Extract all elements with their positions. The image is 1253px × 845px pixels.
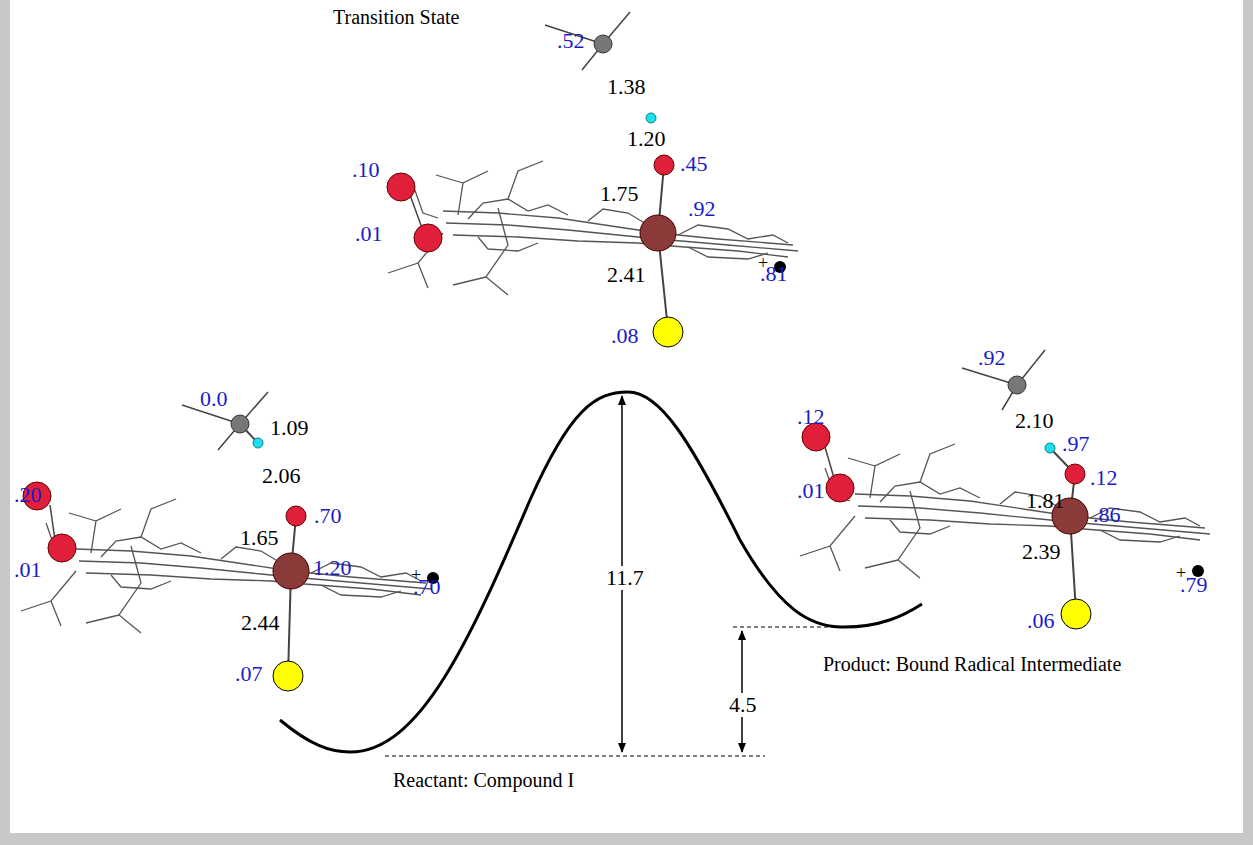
spin-density: .92 — [978, 347, 1006, 369]
spin-density: .01 — [355, 223, 383, 245]
spin-density: .92 — [688, 198, 716, 220]
value-label: 2.44 — [241, 612, 280, 634]
spin-density: .20 — [14, 484, 42, 506]
state-label: Reactant: Compound I — [393, 770, 574, 790]
spin-density: 1.20 — [313, 557, 352, 579]
value-label: 1.81 — [1026, 490, 1065, 512]
spin-density: .97 — [1062, 433, 1090, 455]
spin-density: .70 — [413, 576, 441, 598]
spin-density: .52 — [557, 30, 585, 52]
state-label: Product: Bound Radical Intermediate — [823, 654, 1121, 674]
value-label: 1.65 — [240, 527, 279, 549]
value-label: 1.75 — [600, 183, 639, 205]
spin-density: .07 — [235, 663, 263, 685]
spin-density: .01 — [14, 559, 42, 581]
spin-density: .06 — [1027, 610, 1055, 632]
spin-density: .70 — [314, 505, 342, 527]
value-label: 1.09 — [270, 417, 309, 439]
value-label: 2.10 — [1015, 410, 1054, 432]
value-label: 1.20 — [627, 128, 666, 150]
spin-density: .08 — [611, 325, 639, 347]
spin-density: .12 — [797, 406, 825, 428]
spin-density: .12 — [1090, 467, 1118, 489]
spin-density: .45 — [680, 153, 708, 175]
spin-density: .10 — [352, 159, 380, 181]
state-label: Transition State — [333, 7, 460, 27]
spin-density: .01 — [797, 480, 825, 502]
spin-density: .86 — [1093, 504, 1121, 526]
spin-density: .79 — [1180, 574, 1208, 596]
spin-density: .81 — [760, 263, 788, 285]
value-label: 2.41 — [607, 264, 646, 286]
value-label: 2.39 — [1022, 541, 1061, 563]
value-label: 4.5 — [727, 693, 759, 717]
value-label: 1.38 — [607, 76, 646, 98]
value-label: 2.06 — [262, 465, 301, 487]
spin-density: 0.0 — [200, 388, 228, 410]
value-label: 11.7 — [604, 566, 646, 590]
